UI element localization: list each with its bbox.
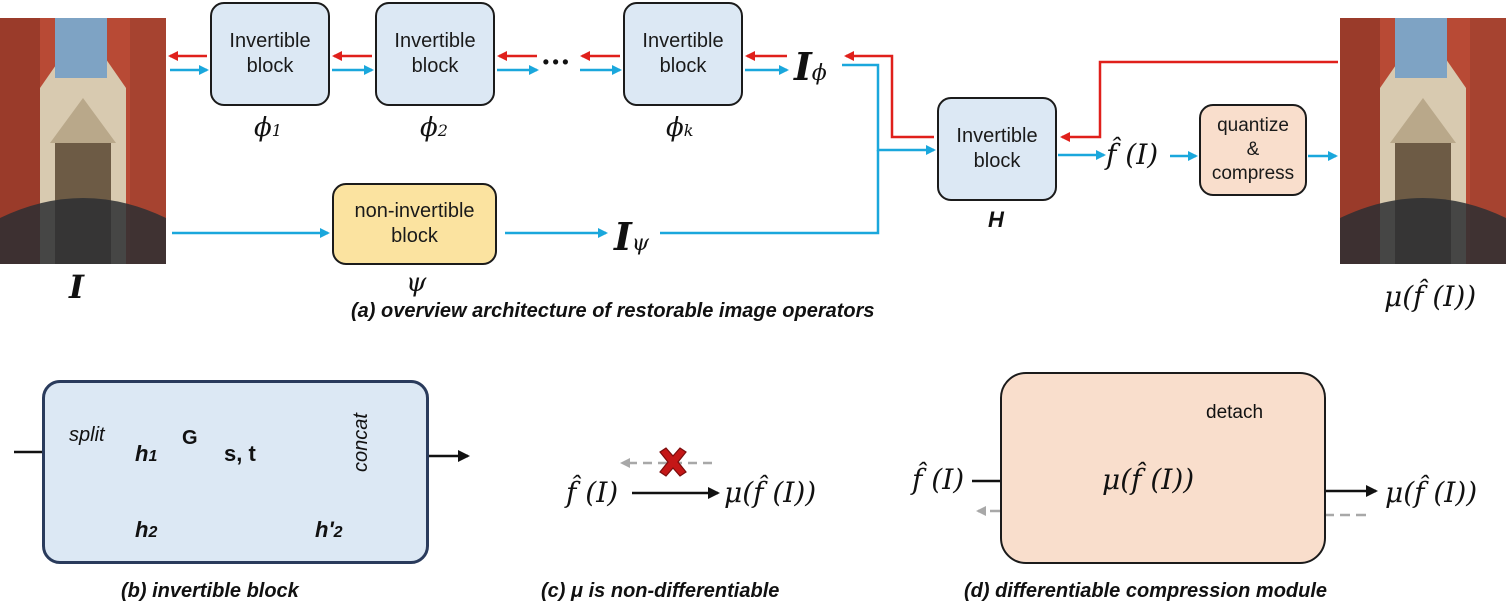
- b-h1-label: h1: [135, 441, 157, 467]
- invertible-block-phi2: Invertible block: [375, 2, 495, 106]
- label-phik-text: ϕ: [666, 113, 684, 143]
- fwd-path-Ipsi-to-H: [660, 150, 880, 235]
- label-ellipsis: ...: [541, 38, 571, 71]
- output-image: [1340, 18, 1506, 264]
- b-h1-text: h: [135, 441, 149, 466]
- b-h2-text: h: [135, 517, 149, 542]
- label-phi1-sub: 1: [271, 121, 282, 140]
- d-detach-label: detach: [1206, 402, 1264, 423]
- d-mu-out-label: μ(f̂ (I)): [1385, 476, 1478, 509]
- b-st-label: s, t: [224, 441, 256, 466]
- b-G-label: G: [182, 427, 198, 449]
- label-phi1-text: ϕ: [254, 113, 272, 143]
- b-split-label: split: [69, 424, 105, 446]
- c-mu-f-hat-I: μ(f̂ (I)): [724, 476, 817, 509]
- d-f-hat-I: f̂ (I): [912, 463, 965, 496]
- c-f-hat-I: f̂ (I): [566, 476, 619, 509]
- caption-c: (c) μ is non-differentiable: [541, 580, 780, 602]
- b-concat-label: concat: [350, 413, 372, 472]
- fwd-path-Iphi-to-H: [842, 63, 936, 155]
- label-I-psi-text: I: [614, 214, 632, 259]
- label-phik-sub: k: [683, 121, 694, 140]
- b-h1-sub: 1: [148, 448, 158, 465]
- label-f-hat-I: f̂ (I): [1106, 138, 1159, 171]
- church-door-photo-icon: [1340, 18, 1506, 264]
- label-input-I: I: [69, 268, 84, 306]
- church-door-photo-icon: [0, 18, 166, 264]
- label-phik: ϕk: [666, 113, 693, 143]
- invertible-block-phi1: Invertible block: [210, 2, 330, 106]
- label-I-phi-sub: ϕ: [811, 61, 827, 86]
- non-invertible-block-psi: non-invertible block: [332, 183, 497, 265]
- panel-differentiable-compression: [1000, 372, 1326, 564]
- caption-a: (a) overview architecture of restorable …: [351, 300, 875, 322]
- b-h2-prime-sub: 2: [333, 524, 343, 541]
- label-I-psi: Iψ: [614, 214, 649, 259]
- d-mu-inner-label: μ(f̂ (I)): [1102, 463, 1195, 496]
- bwd-path-output-to-H: [1060, 60, 1338, 142]
- label-phi2-sub: 2: [437, 121, 448, 140]
- b-h2-label: h2: [135, 517, 157, 543]
- panel-invertible-block: [42, 380, 429, 564]
- b-h2-sub: 2: [148, 524, 158, 541]
- invertible-block-H: Invertible block: [937, 97, 1057, 201]
- label-output-mu: μ(f̂ (I)): [1384, 280, 1477, 313]
- quantize-compress-block: quantize & compress: [1199, 104, 1307, 196]
- label-I-phi-text: I: [794, 44, 812, 89]
- input-image: [0, 18, 166, 264]
- b-h2-prime-text: h': [315, 517, 334, 542]
- label-I-phi: Iϕ: [794, 44, 827, 89]
- caption-b: (b) invertible block: [121, 580, 299, 602]
- label-psi: ψ: [406, 268, 427, 298]
- bwd-path-H-to-Iphi: [844, 51, 934, 139]
- invertible-block-phik: Invertible block: [623, 2, 743, 106]
- label-I-psi-sub: ψ: [631, 231, 650, 256]
- caption-d: (d) differentiable compression module: [964, 580, 1328, 602]
- label-phi2: ϕ2: [420, 113, 448, 143]
- label-phi1: ϕ1: [254, 113, 282, 143]
- c-blocked-x-icon: [659, 447, 687, 477]
- label-H: H: [988, 207, 1004, 232]
- label-phi2-text: ϕ: [420, 113, 438, 143]
- b-h2-prime-label: h'2: [315, 517, 343, 543]
